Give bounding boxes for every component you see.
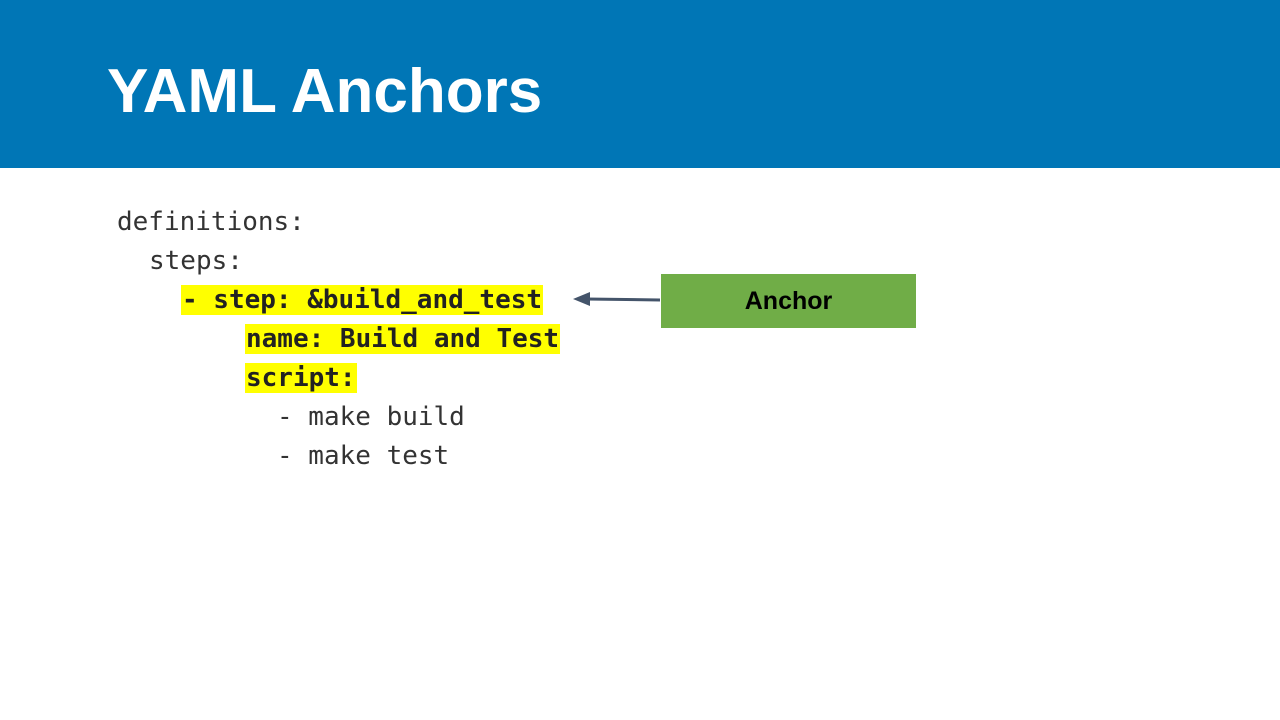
highlighted-code-text: - step: &build_and_test xyxy=(181,285,544,315)
code-text: - make build xyxy=(277,402,465,432)
highlighted-code-text: script: xyxy=(245,363,357,393)
anchor-callout-box: Anchor xyxy=(661,274,916,328)
code-text: steps: xyxy=(149,246,243,276)
slide-title: YAML Anchors xyxy=(107,57,543,126)
code-line-steps: steps: xyxy=(149,242,243,281)
code-line-definitions: definitions: xyxy=(117,203,305,242)
code-line-make-test: - make test xyxy=(277,437,449,476)
code-line-script: script: xyxy=(245,359,357,398)
code-line-step-anchor: - step: &build_and_test xyxy=(181,281,544,320)
code-line-name: name: Build and Test xyxy=(245,320,561,359)
code-text: definitions: xyxy=(117,207,305,237)
arrow-left-icon xyxy=(573,292,661,306)
title-bar: YAML Anchors xyxy=(0,0,1280,168)
highlighted-code-text: name: Build and Test xyxy=(245,324,561,354)
code-text: - make test xyxy=(277,441,450,471)
code-line-make-build: - make build xyxy=(277,398,465,437)
anchor-callout-label: Anchor xyxy=(744,286,833,315)
